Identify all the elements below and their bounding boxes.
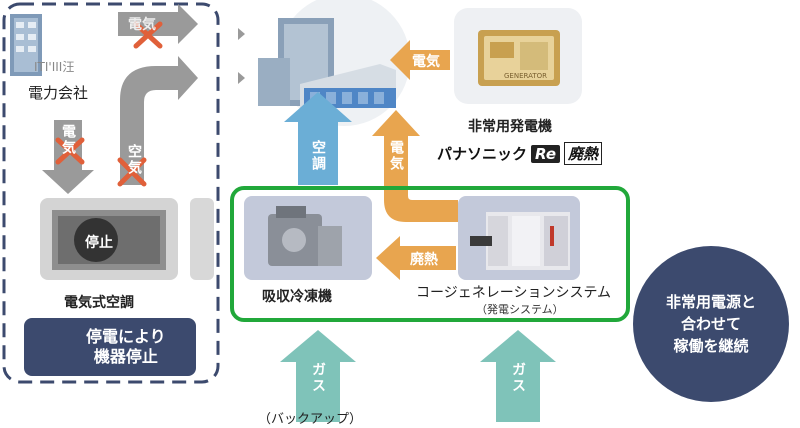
warning-line-1: 停電により	[86, 327, 166, 346]
cross-mark-icon	[55, 21, 163, 187]
cogeneration-sublabel: （発電システム）	[476, 303, 564, 316]
electricity-arrow-label: 電気	[128, 17, 156, 33]
chevron-right-icon	[238, 28, 245, 40]
air-conditioning-arrow	[284, 92, 352, 185]
factory-building-icon	[258, 0, 410, 126]
absorption-chiller-label: 吸収冷凍機	[262, 289, 332, 305]
air-supply-arrow	[120, 56, 198, 185]
building-logo: ITI'III汪	[34, 60, 75, 74]
outage-warning-text: 停電により 機器停止	[86, 327, 166, 367]
gas-arrow-cogeneration	[480, 330, 556, 422]
generator-arrow-label: 電気	[412, 54, 440, 70]
power-company-building-icon	[10, 14, 42, 76]
outage-region-boundary	[2, 2, 220, 384]
continuity-circle: 非常用電源と 合わせて 稼働を継続	[633, 246, 789, 402]
gas-label-cogeneration: ガス	[510, 362, 526, 394]
electric-ac-unit-icon	[40, 198, 178, 280]
waste-heat-label: 廃熱	[410, 252, 438, 268]
brand-logo: パナソニック Re 廃熱	[437, 142, 603, 165]
stop-label: 停止	[85, 235, 113, 251]
air-arrow-label: 空気	[126, 144, 142, 176]
circle-line-1: 非常用電源と	[665, 293, 756, 311]
absorption-chiller-icon	[268, 206, 342, 266]
circle-line-2: 合わせて	[680, 315, 741, 333]
brand-panasonic: パナソニック	[437, 145, 528, 163]
cogeneration-electricity-label: 電気	[388, 140, 404, 172]
ac-arrow-label: 空調	[310, 140, 326, 172]
ac-unit-edge	[190, 198, 214, 280]
brand-haine: 廃熱	[564, 142, 603, 165]
electricity-down-label: 電気	[60, 124, 76, 156]
cogeneration-label: コージェネレーションシステム	[416, 285, 612, 301]
emergency-generator-label: 非常用発電機	[468, 119, 552, 135]
gas-label-chiller: ガス	[310, 362, 326, 394]
outage-warning-box: 停電により 機器停止	[24, 318, 196, 376]
electric-ac-label: 電気式空調	[64, 295, 134, 311]
backup-label: （バックアップ）	[258, 412, 363, 427]
brand-re: Re	[531, 144, 560, 163]
power-company-label: 電力会社	[28, 84, 89, 102]
generator-electricity-arrow	[390, 40, 450, 80]
system-green-frame	[230, 186, 630, 322]
cogeneration-electricity-arrow	[372, 110, 458, 222]
circle-line-3: 稼働を継続	[673, 337, 749, 355]
generator-icon	[478, 30, 560, 86]
chevron-right-icon	[238, 72, 245, 84]
warning-line-2: 機器停止	[93, 347, 158, 366]
cogeneration-unit-icon	[470, 212, 570, 270]
generator-plate: GENERATOR	[504, 72, 547, 80]
gas-arrow-chiller	[280, 330, 356, 422]
waste-heat-arrow	[376, 236, 456, 280]
